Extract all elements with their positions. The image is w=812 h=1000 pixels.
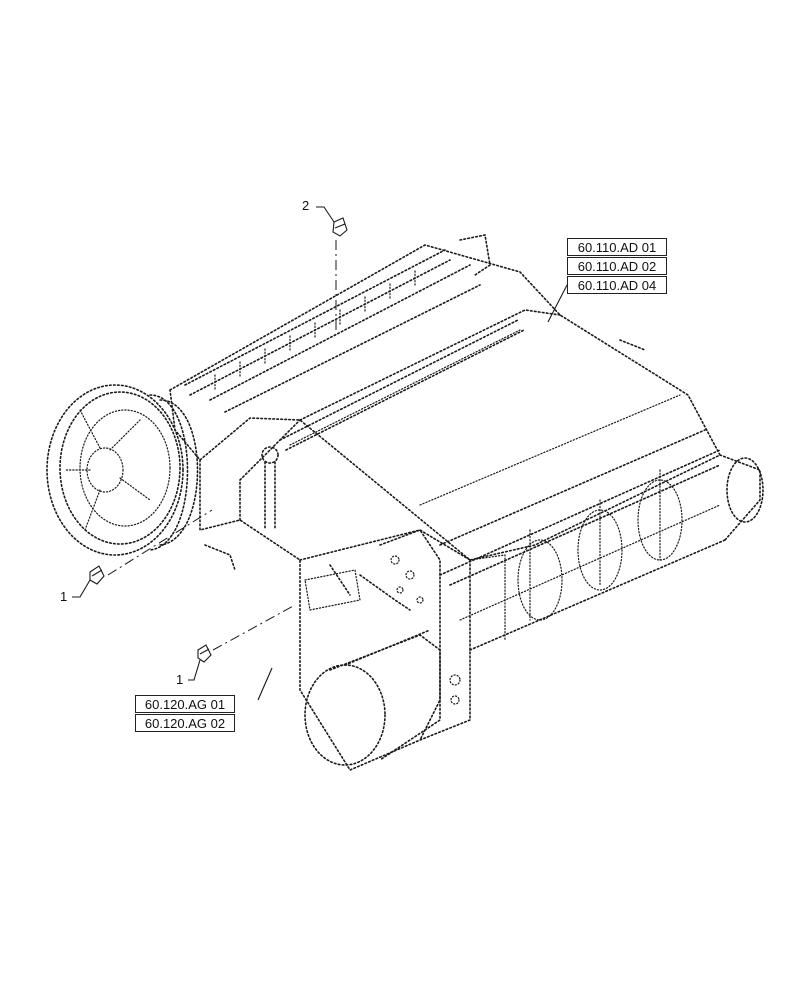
leader-ag-group bbox=[257, 667, 273, 701]
fastener-item-1-lower bbox=[197, 644, 212, 663]
reference-60-110-ad-02[interactable]: 60.110.AD 02 bbox=[567, 257, 667, 275]
reference-60-110-ad-01[interactable]: 60.110.AD 01 bbox=[567, 238, 667, 256]
front-side-plate bbox=[199, 419, 471, 772]
lower-drum bbox=[304, 629, 441, 766]
fastener-item-2 bbox=[332, 217, 348, 237]
linkage bbox=[204, 446, 411, 611]
assembly-line-item-1-lower bbox=[212, 604, 296, 651]
callout-item-2: 2 bbox=[302, 198, 310, 213]
upper-rod bbox=[184, 234, 491, 396]
fastener-item-1-upper bbox=[89, 565, 105, 585]
reference-60-120-ag-02[interactable]: 60.120.AG 02 bbox=[135, 714, 235, 732]
callout-item-1-lower: 1 bbox=[176, 672, 184, 687]
leader-item-2 bbox=[316, 206, 335, 223]
callout-item-1-upper: 1 bbox=[60, 589, 68, 604]
leader-ad-group bbox=[547, 284, 568, 323]
assembly-line-item-1-upper bbox=[107, 509, 213, 576]
reference-60-120-ag-01[interactable]: 60.120.AG 01 bbox=[135, 695, 235, 713]
leader-item-1-upper bbox=[72, 579, 91, 598]
cross-tube bbox=[279, 319, 525, 451]
reference-60-110-ad-04[interactable]: 60.110.AD 04 bbox=[567, 276, 667, 294]
flywheel bbox=[46, 384, 199, 556]
leader-item-1-lower bbox=[188, 659, 201, 681]
roller-assembly bbox=[439, 429, 764, 651]
